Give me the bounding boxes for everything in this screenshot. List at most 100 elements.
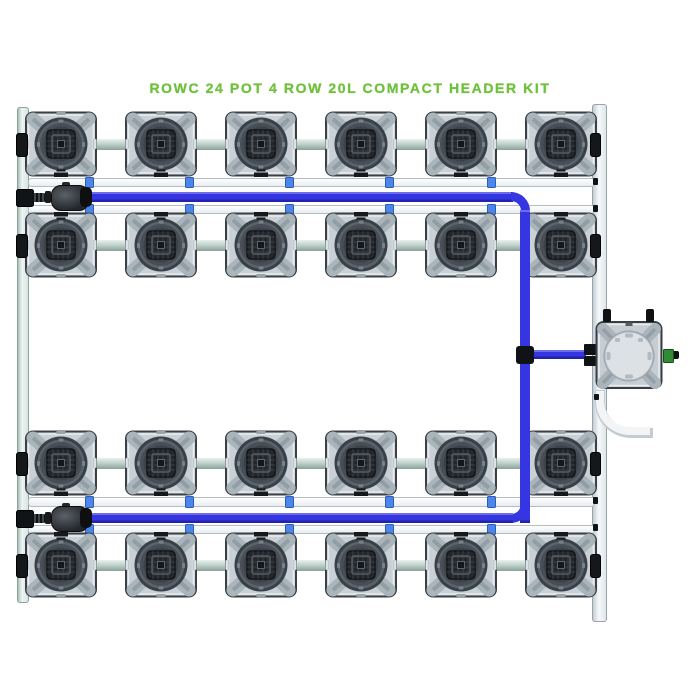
pot: [125, 532, 197, 598]
pipe-tab: [454, 488, 468, 496]
pipe-tab: [54, 169, 68, 177]
pot-top-view: [525, 532, 597, 598]
pipe-tab: [254, 212, 268, 220]
basket-clips: [137, 540, 185, 590]
header-inlet-fitting: [584, 344, 596, 355]
row-manifold-pipe: [27, 138, 597, 150]
pipe-tab: [354, 488, 368, 496]
basket-clips: [337, 540, 385, 590]
pot-top-view: [225, 532, 297, 598]
row-drain-fitting: [16, 554, 28, 578]
pot: [425, 111, 497, 177]
valve-collar: [45, 512, 51, 524]
header-inlet-fitting: [584, 355, 596, 366]
feed-tube-branch: [529, 349, 586, 359]
pot: [425, 212, 497, 278]
basket-clips: [437, 438, 485, 488]
basket-clips: [537, 220, 585, 270]
pot-top-view: [325, 532, 397, 598]
pot: [525, 111, 597, 177]
row-return-fitting: [590, 452, 601, 476]
pipe-tab: [54, 212, 68, 220]
pot-top-view: [125, 430, 197, 496]
row-return-fitting: [590, 554, 601, 578]
drain-hose: [596, 391, 650, 435]
pot-top-view: [25, 532, 97, 598]
pipe-connector: [385, 176, 394, 188]
feed-tube-bottom: [86, 513, 513, 523]
pot: [525, 430, 597, 496]
pot: [125, 111, 197, 177]
product-title: ROWC 24 POT 4 ROW 20L COMPACT HEADER KIT: [149, 80, 551, 96]
basket-clips: [337, 119, 385, 169]
rail-junction: [592, 496, 598, 504]
basket-clips: [537, 540, 585, 590]
pipe-tab: [554, 212, 568, 220]
tee-fitting: [516, 345, 534, 364]
basket-clips: [437, 220, 485, 270]
pot: [425, 430, 497, 496]
valve-nipple: [32, 192, 45, 202]
channel-pipe: [28, 204, 595, 214]
pipe-tab: [454, 532, 468, 540]
pot: [525, 532, 597, 598]
header-outlet-tip: [671, 350, 679, 359]
row-drain-fitting: [16, 234, 28, 258]
basket-clips: [137, 438, 185, 488]
basket-clips: [437, 540, 485, 590]
pot-top-view: [25, 212, 97, 278]
row-return-fitting: [590, 234, 601, 258]
header-reservoir: [595, 320, 663, 390]
pot: [25, 532, 97, 598]
pipe-connector: [285, 496, 294, 508]
pot: [125, 212, 197, 278]
channel-pipe: [28, 177, 595, 187]
pipe-tab: [454, 169, 468, 177]
pipe-tab: [554, 532, 568, 540]
pot-top-view: [25, 430, 97, 496]
rail-junction: [592, 204, 598, 212]
pot: [325, 212, 397, 278]
basket-clips: [337, 220, 385, 270]
basket-clips: [237, 220, 285, 270]
basket-clips: [137, 220, 185, 270]
pot-top-view: [425, 212, 497, 278]
row-drain-fitting: [16, 452, 28, 476]
drain-port: [593, 394, 599, 400]
pipe-tab: [354, 169, 368, 177]
header-post: [602, 309, 611, 322]
pot-top-view: [525, 111, 597, 177]
rail-junction: [592, 177, 598, 185]
channel-pipe: [28, 497, 595, 507]
pipe-connector: [185, 176, 194, 188]
rail-junction: [592, 524, 598, 531]
pot-top-view: [225, 430, 297, 496]
pipe-tab: [354, 212, 368, 220]
basket-clips: [237, 119, 285, 169]
pipe-connector: [185, 496, 194, 508]
valve-nipple: [32, 513, 45, 523]
pot: [125, 430, 197, 496]
pipe-tab: [154, 532, 168, 540]
feed-tube-vertical: [520, 210, 530, 523]
basket-clips: [437, 119, 485, 169]
pipe-tab: [154, 169, 168, 177]
pot-top-view: [225, 111, 297, 177]
header-outlet-fitting: [663, 348, 674, 363]
pipe-tab: [154, 488, 168, 496]
pot-top-view: [325, 111, 397, 177]
pot: [25, 430, 97, 496]
pipe-tab: [254, 532, 268, 540]
row-return-fitting: [590, 133, 601, 157]
pot-top-view: [425, 111, 497, 177]
pipe-tab: [254, 169, 268, 177]
pipe-connector: [285, 176, 294, 188]
valve-collar: [45, 191, 51, 203]
basket-clips: [37, 220, 85, 270]
basket-clips: [37, 540, 85, 590]
pot: [225, 430, 297, 496]
row-drain-fitting: [16, 133, 28, 157]
pot-top-view: [525, 212, 597, 278]
basket-clips: [537, 119, 585, 169]
